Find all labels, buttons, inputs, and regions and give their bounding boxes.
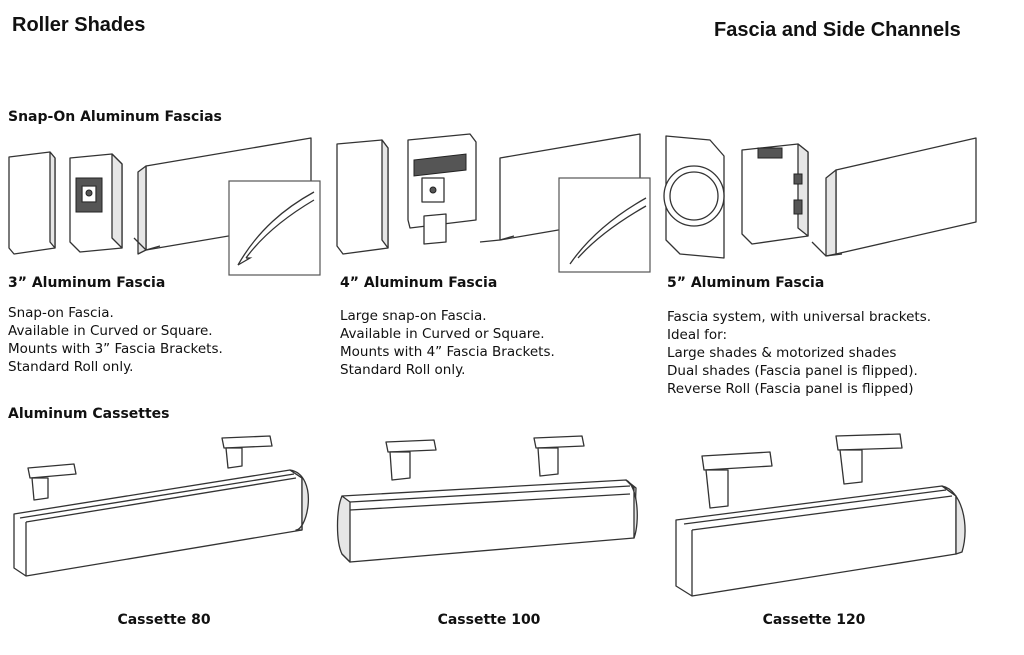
- description-line: Available in Curved or Square.: [340, 326, 545, 342]
- cassette-80-illustration: [13, 435, 310, 577]
- description-line: Fascia system, with universal brackets.: [667, 309, 932, 325]
- cassette-80-label: Cassette 80: [117, 612, 211, 628]
- description-line: Mounts with 4” Fascia Brackets.: [340, 344, 555, 360]
- description-line: Ideal for:: [667, 327, 728, 343]
- description-line: Snap-on Fascia.: [8, 305, 114, 321]
- cassettes-section-heading: Aluminum Cassettes: [8, 406, 170, 422]
- fascia-5-name: 5” Aluminum Fascia: [667, 275, 825, 291]
- description-line: Standard Roll only.: [8, 359, 134, 375]
- fascia-5-illustration: [663, 135, 977, 259]
- description-line: Reverse Roll (Fascia panel is flipped): [667, 381, 914, 397]
- fascia-3-illustration: [8, 137, 321, 276]
- description-line: Large snap-on Fascia.: [340, 308, 487, 324]
- fascia-3-description: Snap-on Fascia. Available in Curved or S…: [8, 304, 223, 376]
- fascia-4-description: Large snap-on Fascia. Available in Curve…: [340, 307, 555, 379]
- description-line: Mounts with 3” Fascia Brackets.: [8, 341, 223, 357]
- cassette-120-illustration: [675, 433, 966, 597]
- cassette-100-label: Cassette 100: [437, 612, 541, 628]
- fascia-4-name: 4” Aluminum Fascia: [340, 275, 498, 291]
- description-line: Standard Roll only.: [340, 362, 466, 378]
- description-line: Available in Curved or Square.: [8, 323, 213, 339]
- fascia-5-description: Fascia system, with universal brackets. …: [667, 308, 931, 398]
- description-line: Large shades & motorized shades: [667, 345, 897, 361]
- fascias-section-heading: Snap-On Aluminum Fascias: [8, 109, 222, 125]
- page-title: Roller Shades: [12, 14, 146, 36]
- description-line: Dual shades (Fascia panel is flipped).: [667, 363, 918, 379]
- cassette-100-illustration: [336, 435, 638, 563]
- cassette-120-label: Cassette 120: [762, 612, 866, 628]
- page-subtitle: Fascia and Side Channels: [714, 19, 961, 41]
- fascia-4-illustration: [336, 133, 651, 273]
- fascia-3-name: 3” Aluminum Fascia: [8, 275, 166, 291]
